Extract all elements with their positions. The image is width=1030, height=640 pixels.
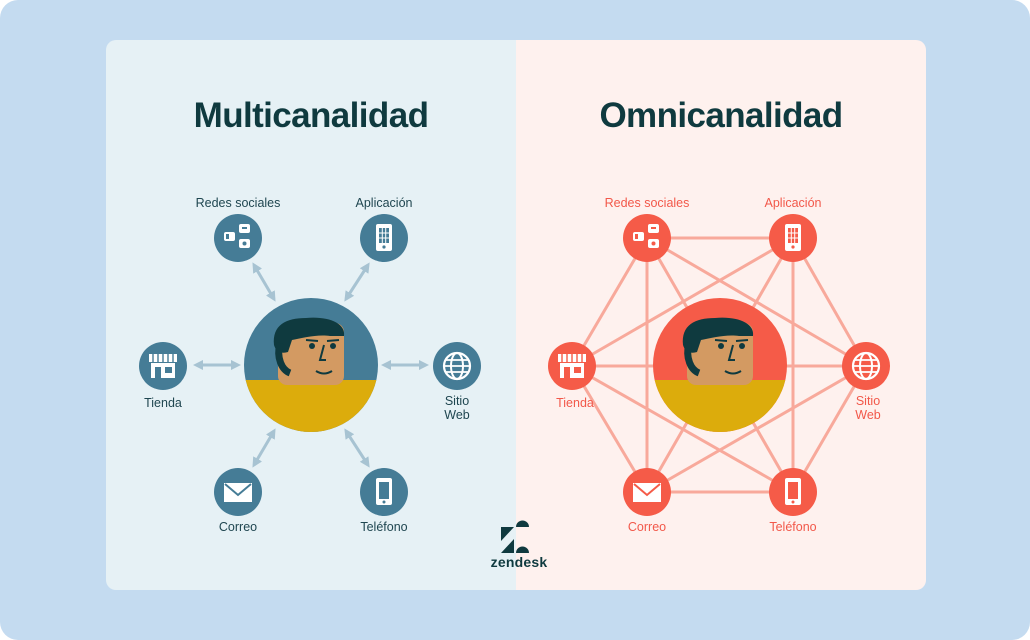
label-app-left: Aplicación bbox=[355, 196, 413, 210]
omnichannel-title: Omnicanalidad bbox=[599, 96, 843, 135]
globe-icon bbox=[433, 342, 481, 390]
label-web-line2: Web bbox=[444, 408, 470, 422]
omnichannel-connections bbox=[570, 236, 868, 494]
infographic-card: Multicanalidad Omnicanalidad bbox=[106, 40, 926, 590]
label-store-right: Tienda bbox=[556, 396, 594, 410]
multichannel-title: Multicanalidad bbox=[193, 96, 429, 135]
arrow-phone bbox=[344, 428, 370, 468]
label-mail-right: Correo bbox=[627, 520, 667, 534]
label-store-left: Tienda bbox=[144, 396, 182, 410]
app-icon bbox=[360, 214, 408, 262]
person-avatar-left bbox=[244, 298, 378, 432]
channel-diagrams bbox=[139, 214, 890, 553]
label-web-left: Sitio Web bbox=[402, 394, 512, 422]
label-phone-right: Teléfono bbox=[769, 520, 817, 534]
arrow-social bbox=[252, 262, 276, 302]
label-social-right: Redes sociales bbox=[604, 196, 690, 210]
brand-name: zendesk bbox=[490, 554, 548, 570]
zendesk-brand: zendesk bbox=[484, 554, 554, 572]
label-web-line1: Sitio bbox=[444, 394, 470, 408]
arrow-app bbox=[344, 262, 370, 302]
store-icon bbox=[548, 342, 596, 390]
arrow-mail bbox=[252, 428, 276, 468]
label-app-right: Aplicación bbox=[764, 196, 822, 210]
mail-icon bbox=[623, 468, 671, 516]
label-social-left: Redes sociales bbox=[195, 196, 281, 210]
label-web-line2: Web bbox=[855, 408, 881, 422]
mail-icon bbox=[214, 468, 262, 516]
app-icon bbox=[769, 214, 817, 262]
globe-icon bbox=[842, 342, 890, 390]
multichannel-arrows bbox=[192, 262, 430, 468]
label-web-line1: Sitio bbox=[855, 394, 881, 408]
zendesk-logo bbox=[501, 520, 529, 553]
social-icon bbox=[214, 214, 262, 262]
label-web-right: Sitio Web bbox=[813, 394, 923, 422]
label-mail-left: Correo bbox=[218, 520, 258, 534]
store-icon bbox=[139, 342, 187, 390]
phone-icon bbox=[360, 468, 408, 516]
social-icon bbox=[623, 214, 671, 262]
phone-icon bbox=[769, 468, 817, 516]
label-phone-left: Teléfono bbox=[360, 520, 408, 534]
